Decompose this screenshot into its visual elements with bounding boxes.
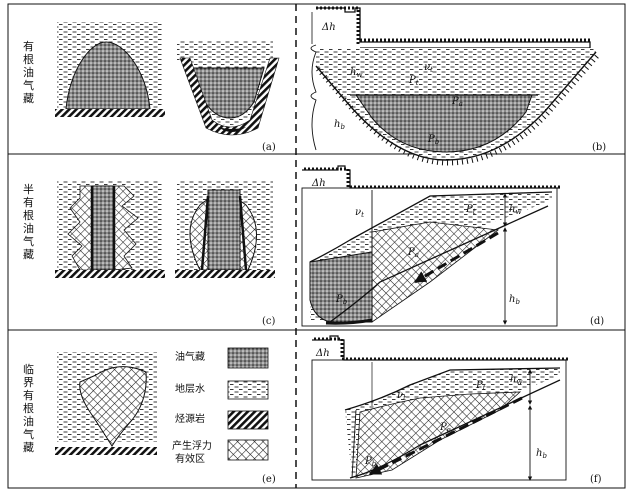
source-rock-base — [55, 447, 157, 455]
panel-b: Δh hw hb νt Pt Pa Pb (b) — [310, 6, 606, 166]
row-label-2: 半有根油气藏 — [23, 182, 34, 261]
svg-text:有根油气藏: 有根油气藏 — [23, 39, 34, 105]
svg-text:Δh: Δh — [321, 22, 336, 33]
reservoir-bowl — [189, 67, 265, 119]
label-dh: Δh — [321, 22, 336, 33]
panel-e: 油气藏 地层水 烃源岩 产生浮力 有效区 (e) — [55, 347, 276, 485]
label-pb: P — [427, 134, 435, 145]
reservoir — [309, 251, 373, 323]
height-bracket — [310, 44, 317, 151]
legend-item-buoyancy: 产生浮力 有效区 — [172, 439, 269, 465]
svg-text:临界有根油气藏: 临界有根油气藏 — [23, 362, 34, 454]
svg-text:hb: hb — [536, 448, 547, 460]
panel-label-e: (e) — [262, 474, 276, 485]
svg-text:hw: hw — [350, 67, 362, 79]
label-hw: h — [350, 67, 356, 78]
svg-text:νt: νt — [397, 390, 406, 402]
outer-frame — [7, 3, 626, 489]
svg-text:产生浮力: 产生浮力 — [172, 439, 212, 452]
buoyancy-zone — [355, 391, 522, 479]
svg-text:νt: νt — [355, 207, 364, 219]
row-label-3: 临界有根油气藏 — [23, 362, 34, 454]
buoyancy-zone — [79, 366, 147, 447]
svg-text:hw: hw — [510, 374, 522, 386]
reservoir-column — [207, 189, 241, 271]
svg-text:Pt: Pt — [475, 380, 486, 392]
legend-item-source-rock: 烃源岩 — [175, 410, 269, 430]
panel-label-c: (c) — [262, 316, 276, 327]
svg-text:Pa: Pa — [451, 96, 463, 108]
svg-text:Pt: Pt — [408, 75, 419, 87]
svg-text:Δh: Δh — [315, 348, 330, 359]
svg-text:hb: hb — [334, 119, 345, 131]
source-rock-bowl — [179, 57, 280, 136]
svg-text:烃源岩: 烃源岩 — [175, 412, 205, 425]
svg-text:地层水: 地层水 — [175, 382, 205, 395]
legend: 油气藏 地层水 烃源岩 产生浮力 有效区 — [172, 347, 269, 465]
panel-label-d: (d) — [590, 316, 604, 327]
migration-arrow — [413, 231, 499, 284]
svg-text:νt: νt — [424, 62, 433, 74]
legend-item-water: 地层水 — [175, 380, 269, 400]
svg-text:Pb: Pb — [335, 294, 348, 306]
svg-text:Pb: Pb — [427, 134, 440, 146]
svg-text:hw: hw — [509, 204, 521, 216]
panel-d: Δh hw hb νt Pt Pa Pb (d) — [301, 165, 604, 327]
reservoir-column — [91, 185, 115, 271]
svg-text:Pe: Pe — [439, 422, 451, 434]
panel-a: (a) — [55, 22, 280, 153]
water-layer — [345, 368, 560, 478]
svg-text:油气藏: 油气藏 — [175, 350, 205, 363]
label-pa: P — [451, 96, 459, 107]
source-rock-base — [55, 270, 165, 278]
label-v: ν — [424, 62, 430, 73]
reservoir — [355, 94, 533, 153]
migration-arrow — [368, 396, 523, 476]
panel-c: (c) — [55, 180, 276, 327]
svg-text:Δh: Δh — [311, 178, 326, 189]
panel-f: Δh hw hb νt Pt Pe Pb (f) — [311, 335, 602, 485]
label-hb: h — [334, 119, 340, 130]
water-layer — [177, 40, 273, 60]
svg-text:hb: hb — [509, 294, 520, 306]
label-pt: P — [408, 75, 416, 86]
svg-text:Pt: Pt — [465, 204, 476, 216]
source-rock-base — [55, 109, 165, 117]
svg-text:半有根油气藏: 半有根油气藏 — [23, 182, 34, 261]
svg-text:Pb: Pb — [364, 456, 377, 468]
svg-text:Pa: Pa — [407, 247, 419, 259]
panel-label-b: (b) — [592, 142, 606, 153]
row-label-1: 有根油气藏 — [23, 39, 34, 105]
reservoir-dome — [65, 41, 151, 110]
svg-text:有效区: 有效区 — [175, 452, 205, 465]
panel-label-f: (f) — [590, 474, 602, 485]
legend-item-gas-oil: 油气藏 — [175, 347, 269, 369]
panel-label-a: (a) — [262, 142, 276, 153]
source-rock-base — [175, 270, 275, 278]
